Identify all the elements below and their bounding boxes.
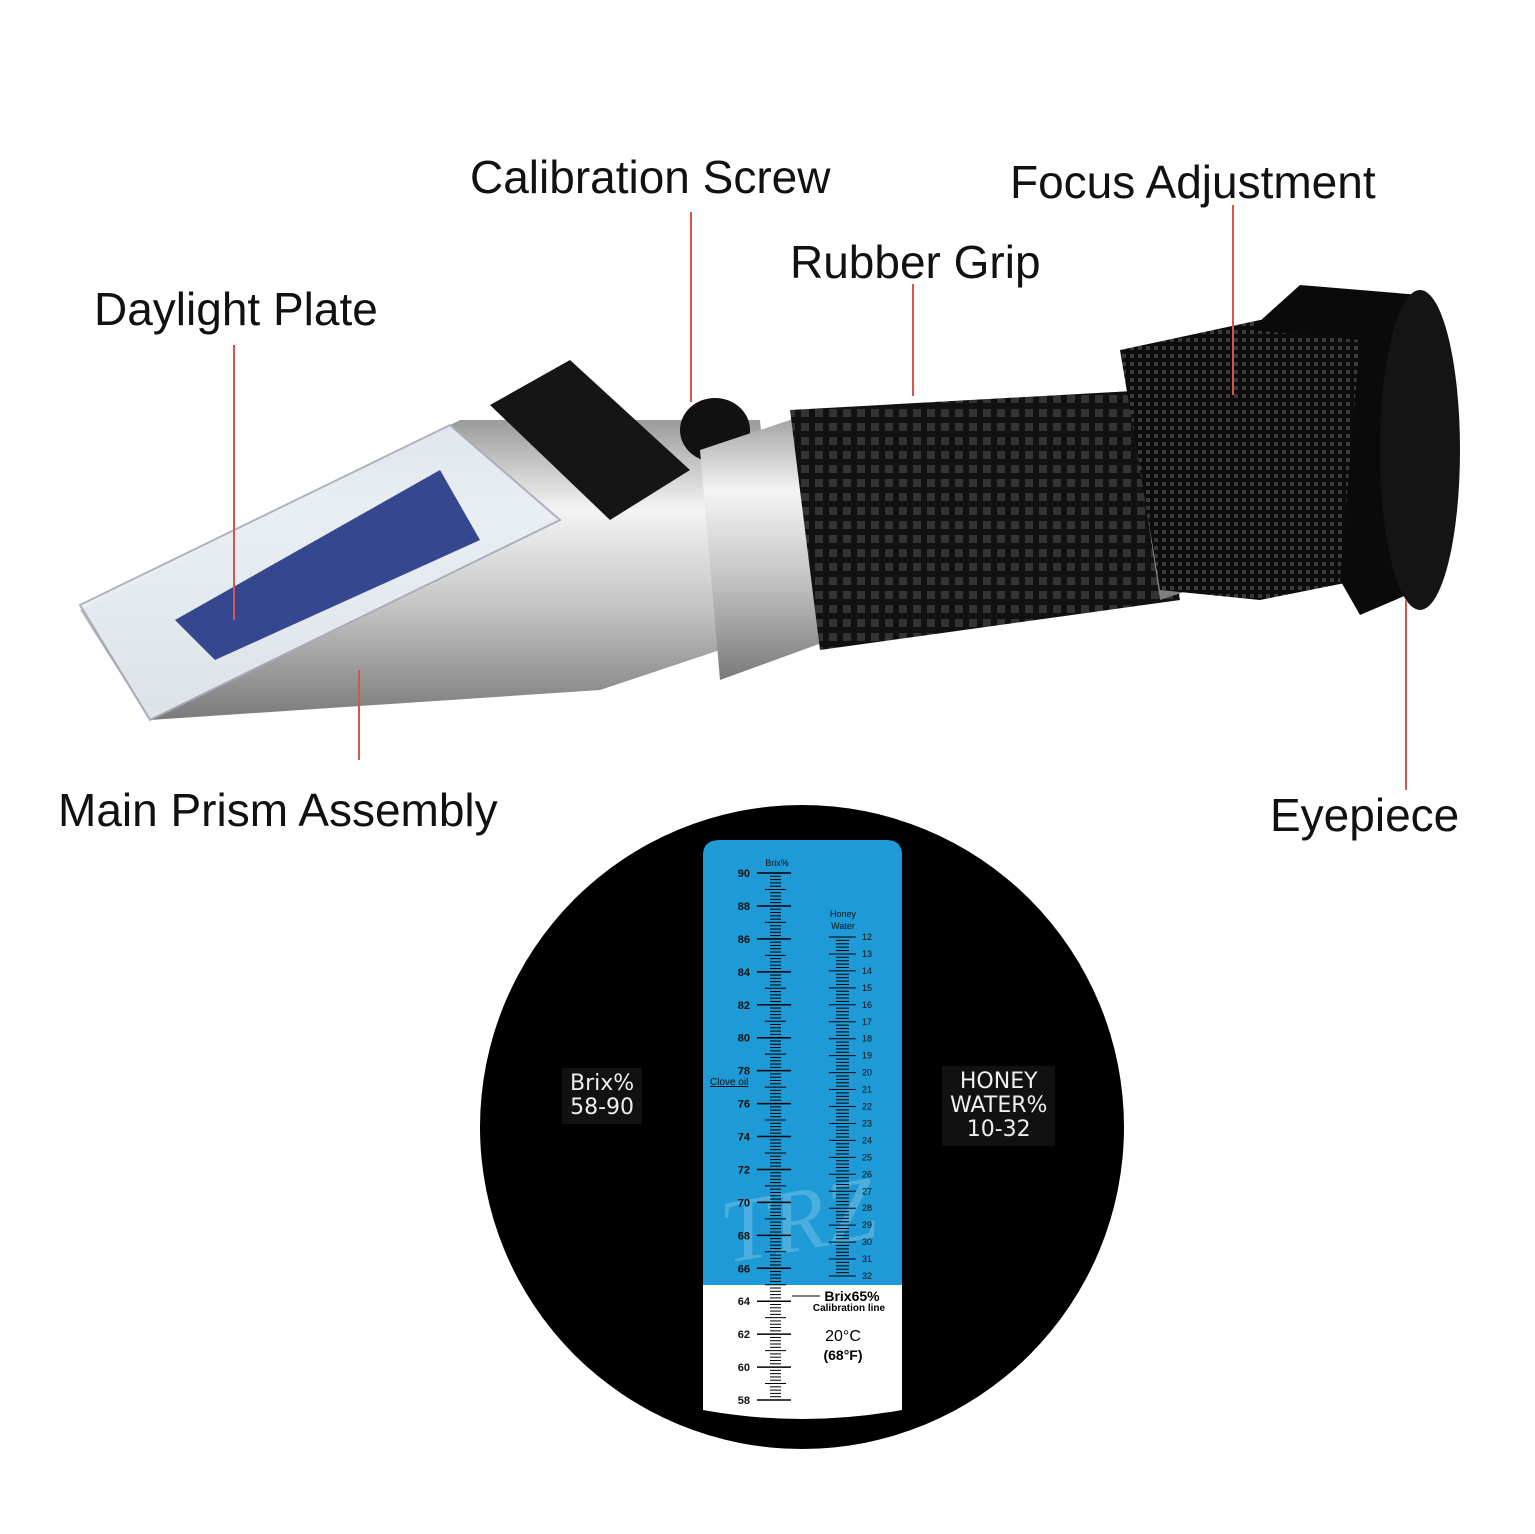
honey-range-line1: HONEY xyxy=(959,1069,1038,1094)
rubber-grip xyxy=(790,390,1180,650)
brix-header: Brix% xyxy=(765,858,789,868)
honey-tick-label: 29 xyxy=(862,1220,872,1230)
brix-tick-label: 66 xyxy=(738,1263,750,1275)
daylight-plate xyxy=(175,470,480,660)
brix-tick-label: 74 xyxy=(738,1132,751,1144)
white-field xyxy=(703,1285,902,1419)
honey-tick-label: 23 xyxy=(862,1118,872,1128)
honey-tick-label: 25 xyxy=(862,1152,872,1162)
clove-oil-label: Clove oil xyxy=(710,1077,748,1088)
brix-tick-label: 58 xyxy=(738,1395,750,1407)
honey-range-line3: 10-32 xyxy=(966,1117,1031,1142)
pointer-line-calibration-screw xyxy=(690,212,692,402)
brix-range-label: Brix% 58-90 xyxy=(562,1068,643,1124)
brix-tick-label: 76 xyxy=(738,1099,750,1111)
brix-tick-label: 68 xyxy=(738,1230,750,1242)
pointer-line-main-prism xyxy=(358,670,360,760)
brix-tick-label: 78 xyxy=(738,1066,750,1078)
callout-rubber-grip: Rubber Grip xyxy=(790,236,1041,288)
honey-range-label: HONEY WATER% 10-32 xyxy=(942,1066,1056,1146)
pointer-line-eyepiece xyxy=(1405,600,1407,790)
honey-header-1: Honey xyxy=(830,909,857,919)
honey-header-2: Water xyxy=(831,921,855,931)
brix-tick-label: 64 xyxy=(738,1296,751,1308)
honey-tick-label: 21 xyxy=(862,1085,872,1095)
honey-tick-label: 22 xyxy=(862,1102,872,1112)
honey-tick-label: 19 xyxy=(862,1051,872,1061)
honey-tick-label: 20 xyxy=(862,1068,872,1078)
focus-adjustment xyxy=(1120,320,1360,600)
honey-tick-label: 26 xyxy=(862,1169,872,1179)
brix-range-line1: Brix% xyxy=(570,1071,635,1096)
honey-tick-label: 31 xyxy=(862,1254,872,1264)
brix-range-line2: 58-90 xyxy=(570,1095,635,1120)
callout-daylight-plate: Daylight Plate xyxy=(94,283,378,335)
honey-range-line2: WATER% xyxy=(950,1093,1048,1118)
pointer-line-focus-adjustment xyxy=(1232,205,1234,395)
brix-tick-label: 90 xyxy=(738,868,750,880)
callout-main-prism-assembly: Main Prism Assembly xyxy=(58,784,498,836)
honey-tick-label: 12 xyxy=(862,932,872,942)
honey-tick-label: 27 xyxy=(862,1186,872,1196)
honey-tick-label: 18 xyxy=(862,1034,872,1044)
brix-tick-label: 86 xyxy=(738,934,750,946)
pointer-line-daylight-plate xyxy=(233,345,235,620)
honey-tick-label: 32 xyxy=(862,1271,872,1281)
honey-tick-label: 30 xyxy=(862,1237,872,1247)
brix-tick-label: 84 xyxy=(738,967,751,979)
honey-tick-label: 15 xyxy=(862,983,872,993)
honey-tick-label: 17 xyxy=(862,1017,872,1027)
honey-tick-label: 14 xyxy=(862,966,872,976)
brix-tick-label: 82 xyxy=(738,1000,750,1012)
honey-tick-label: 16 xyxy=(862,1000,872,1010)
brix-tick-label: 62 xyxy=(738,1329,750,1341)
pointer-line-rubber-grip xyxy=(912,284,914,396)
calibration-line-label: Calibration line xyxy=(813,1303,886,1314)
calibration-value: Brix65% xyxy=(824,1288,880,1304)
refractometer-illustration xyxy=(78,285,1460,722)
honey-tick-label: 28 xyxy=(862,1203,872,1213)
brix-tick-label: 70 xyxy=(738,1197,750,1209)
brix-tick-label: 72 xyxy=(738,1164,750,1176)
callout-eyepiece: Eyepiece xyxy=(1270,789,1460,841)
honey-tick-label: 24 xyxy=(862,1135,872,1145)
blue-field xyxy=(703,840,902,1285)
honey-tick-label: 13 xyxy=(862,949,872,959)
callout-calibration-screw: Calibration Screw xyxy=(470,151,831,203)
temp-fahrenheit: (68°F) xyxy=(823,1347,862,1363)
temp-celsius: 20°C xyxy=(825,1328,861,1345)
eyepiece xyxy=(1250,285,1460,615)
brix-tick-label: 60 xyxy=(738,1362,750,1374)
brix-tick-label: 80 xyxy=(738,1033,750,1045)
brix-tick-label: 88 xyxy=(738,901,750,913)
callout-focus-adjustment: Focus Adjustment xyxy=(1010,156,1376,208)
